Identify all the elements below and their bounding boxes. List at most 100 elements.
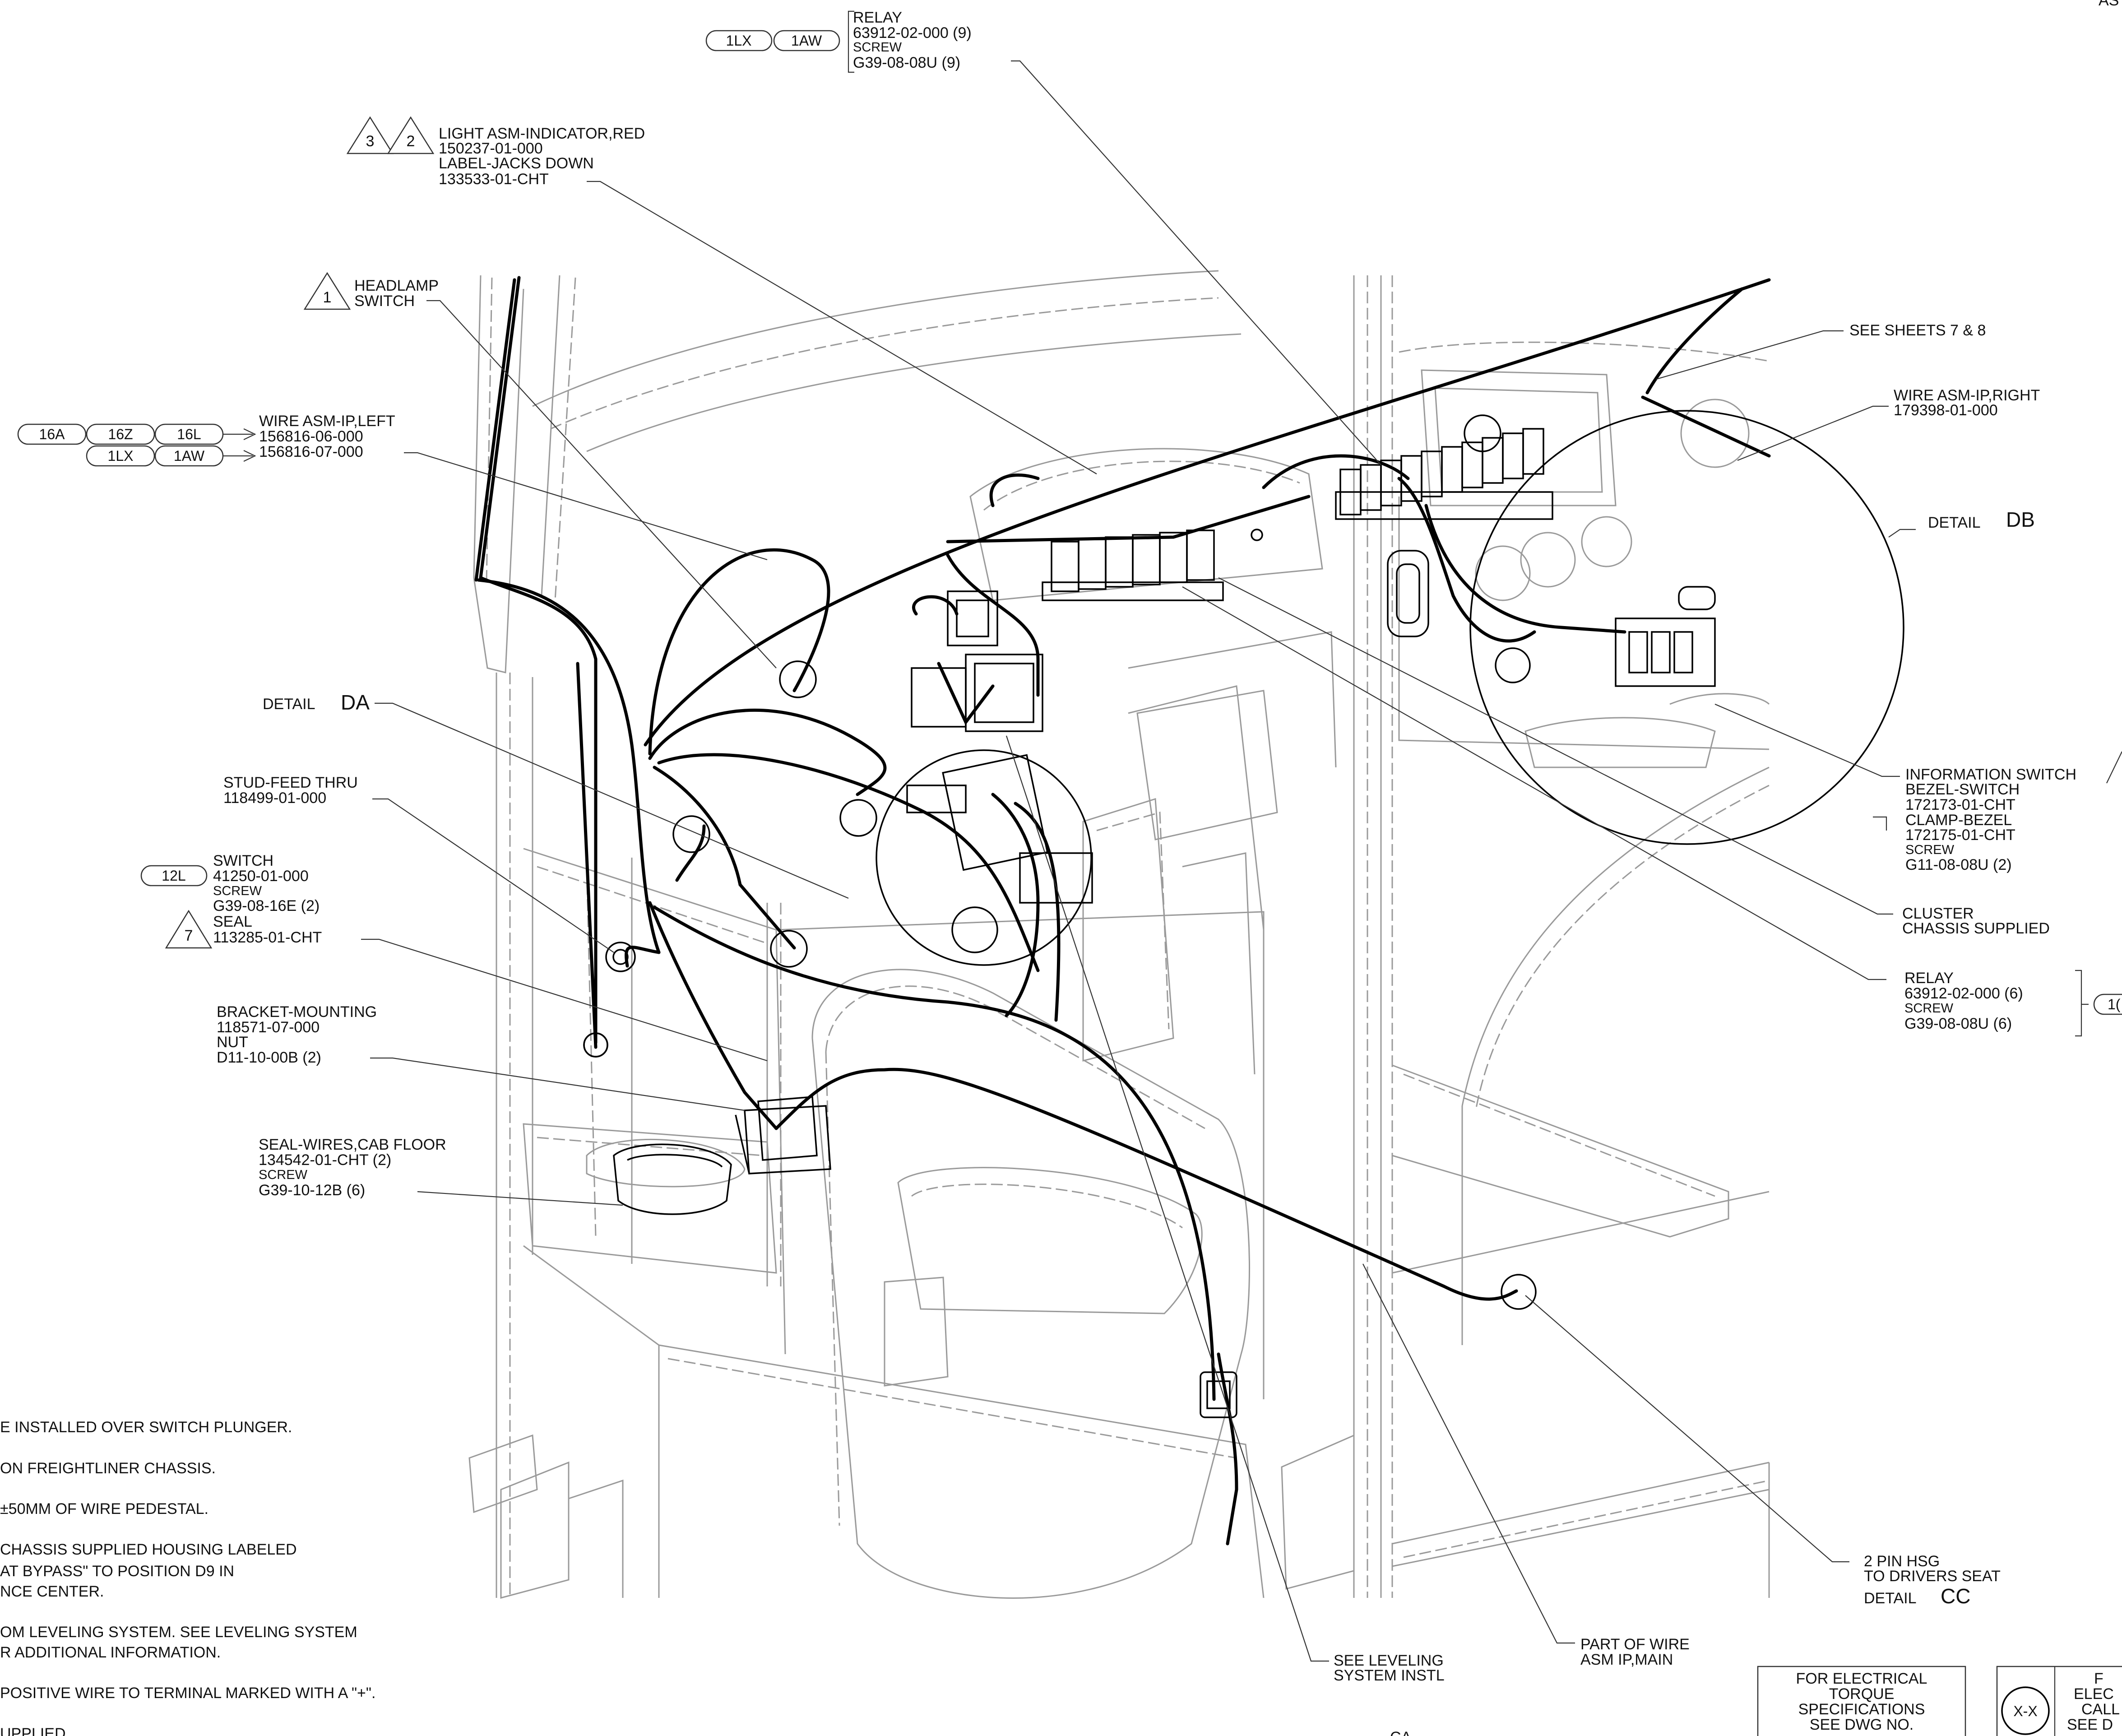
see-leveling-line1: SEE LEVELING [1334,1652,1444,1669]
relay-right-part: 63912-02-000 (6) [1904,985,2023,1002]
relay-top-callout: 1LX 1AW RELAY 63912-02-000 (9) SCREW G39… [705,9,972,73]
light-asm-part: 150237-01-000 [439,140,543,157]
two-pin-line1: 2 PIN HSG [1864,1553,1940,1570]
torque-line: SPECIFICATIONS [1798,1701,1925,1718]
tag-1aw: 1AW [791,32,822,49]
torque-box [1757,1666,1966,1736]
seal-wires-title: SEAL-WIRES,CAB FLOOR [259,1136,446,1153]
seal-part: 113285-01-CHT [213,929,322,946]
tag-16z: 16Z [108,426,133,442]
note-line: ON FREIGHTLINER CHASSIS. [0,1460,216,1477]
wire-left-part2: 156816-07-000 [259,443,363,460]
label-jacks-title: LABEL-JACKS DOWN [439,155,594,172]
symbol-circle [2001,1686,2050,1735]
relay-bank-center [1042,529,1224,601]
part-of-wire-callout: PART OF WIRE ASM IP,MAIN [1580,1636,1690,1668]
detail-db-letter: DB [2006,508,2035,531]
leader-lines [361,60,1916,1662]
tri-2: 2 [407,133,415,150]
switch-title: SWITCH [213,852,273,869]
torque-line: SEE DWG NO. [1810,1716,1914,1733]
part-of-wire-line2: ASM IP,MAIN [1580,1651,1673,1668]
detail-circle-da [876,749,1092,966]
detail-circles [583,410,1904,1310]
nut-part: D11-10-00B (2) [217,1049,321,1066]
connector-circle-1 [779,660,817,698]
wire-right-title: WIRE ASM-IP,RIGHT [1894,387,2040,404]
note-line: R ADDITIONAL INFORMATION. [0,1644,221,1661]
relay-top-screw-part: G39-08-08U (9) [853,54,960,71]
headlamp-line1: HEADLAMP [354,277,439,294]
relay-top-screw-label: SCREW [853,40,902,55]
wire-right-part: 179398-01-000 [1894,402,1998,419]
note-triangle [303,272,351,310]
seal-wires-part: 134542-01-CHT (2) [259,1151,391,1169]
label-jacks-part: 133533-01-CHT [439,171,549,188]
cluster-line1: CLUSTER [1902,905,1974,922]
tag-pill [2093,993,2122,1015]
headlamp-line2: SWITCH [354,292,415,310]
tri-1: 1 [323,289,332,306]
seal-title: SEAL [213,913,252,930]
tag-12l: 12L [162,868,185,884]
part-of-wire-line1: PART OF WIRE [1580,1636,1690,1653]
seal-wires-callout: SEAL-WIRES,CAB FLOOR 134542-01-CHT (2) S… [259,1136,446,1199]
symbol-label: X-X [2013,1703,2037,1719]
footer-boxes: FOR ELECTRICAL TORQUE SPECIFICATIONS SEE… [1757,1666,2122,1736]
corner-label: AS [2099,0,2119,9]
note-triangle [165,910,213,949]
notes-block: E INSTALLED OVER SWITCH PLUNGER. ON FREI… [0,1419,375,1736]
note-line: POSITIVE WIRE TO TERMINAL MARKED WITH A … [0,1685,375,1702]
callout-box [1996,1666,2122,1736]
stud-title: STUD-FEED THRU [223,774,358,791]
info-screw-label: SCREW [1905,843,1955,857]
cluster-line2: CHASSIS SUPPLIED [1902,920,2050,937]
stud-part: 118499-01-000 [223,789,326,807]
tag-pill [705,30,773,51]
connector-circle-6 [1495,647,1531,683]
connector-circle-5 [583,1032,608,1058]
note-line: UPPLIED [0,1725,66,1736]
bracket-callout: BRACKET-MOUNTING 118571-07-000 NUT D11-1… [217,1003,377,1066]
tag-16l: 16L [177,426,201,442]
relay-right-callout: RELAY 63912-02-000 (6) SCREW G39-08-08U … [1904,970,2122,1037]
bracket-title: BRACKET-MOUNTING [217,1003,377,1021]
clamp-bezel-part: 172175-01-CHT [1905,826,2015,844]
tag-16a: 16A [39,426,65,442]
wire-harness [474,276,1771,1546]
callout-box-line: SEE D [2067,1716,2113,1733]
cluster-callout: CLUSTER CHASSIS SUPPLIED [1902,905,2050,937]
tag-relay-right: 1( [2108,996,2121,1012]
connector-circle-7 [1464,414,1501,452]
info-switch-callout: INFORMATION SWITCH BEZEL-SWITCH 172173-0… [1905,751,2122,873]
wire-left-callout: 16A 16Z 16L 1LX 1AW WIRE ASM-IP,LEFT 156… [17,413,395,467]
torque-line: TORQUE [1829,1685,1895,1703]
note-line: ±50MM OF WIRE PEDESTAL. [0,1500,208,1518]
nut-title: NUT [217,1034,248,1051]
tag-pill [86,445,155,467]
see-leveling-callout: SEE LEVELING SYSTEM INSTL [1334,1652,1445,1684]
note-line: NCE CENTER. [0,1583,104,1600]
tag-pill [86,423,155,445]
light-asm-title: LIGHT ASM-INDICATOR,RED [439,125,645,142]
note-line: AT BYPASS" TO POSITION D9 IN [0,1563,234,1580]
tag-1lx: 1LX [726,32,752,49]
note-line: OM LEVELING SYSTEM. SEE LEVELING SYSTEM [0,1624,357,1641]
tag-1lx-left: 1LX [108,448,134,464]
light-asm-callout: 3 2 LIGHT ASM-INDICATOR,RED 150237-01-00… [346,116,645,188]
note-line: CHASSIS SUPPLIED HOUSING LABELED [0,1541,297,1558]
detail-cc-letter: CC [1941,1584,1970,1608]
relay-right-title: RELAY [1904,970,1954,987]
connector-circle-2 [839,799,877,837]
connector-circle-3 [770,930,808,968]
see-leveling-line2: SYSTEM INSTL [1334,1667,1445,1684]
two-pin-callout: 2 PIN HSG TO DRIVERS SEAT DETAIL CC [1864,1553,2001,1608]
clamp-bezel-title: CLAMP-BEZEL [1905,812,2012,829]
bezel-switch-title: BEZEL-SWITCH [1905,781,2020,798]
info-screw-part: G11-08-08U (2) [1905,856,2012,873]
bracket-part: 118571-07-000 [217,1019,320,1036]
connector-circle-4 [672,815,710,853]
headlamp-callout: 1 HEADLAMP SWITCH [303,272,439,310]
